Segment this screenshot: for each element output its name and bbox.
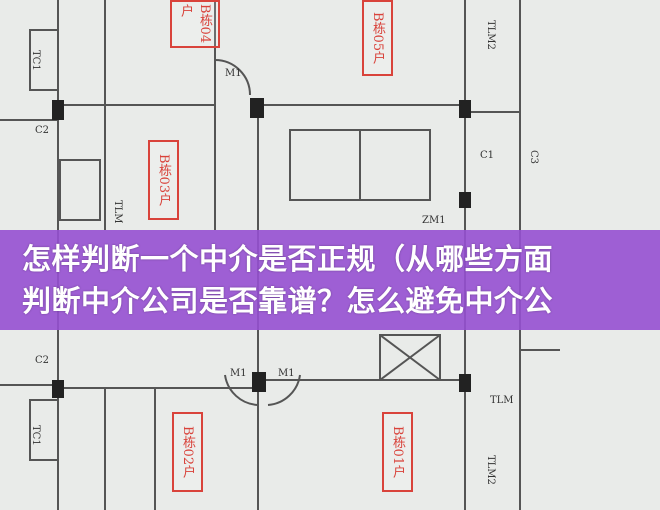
label-m1-lower-b: M1 bbox=[278, 368, 295, 379]
unit-label-b01: B栋01户 bbox=[382, 412, 413, 492]
label-tlm-lower: TLM bbox=[490, 395, 514, 406]
label-tlm2: TLM2 bbox=[485, 20, 496, 50]
banner-line-2: 判断中介公司是否靠谱？怎么避免中介公 bbox=[22, 284, 554, 318]
label-zm1: ZM1 bbox=[422, 215, 446, 226]
label-m1-lower-a: M1 bbox=[230, 368, 247, 379]
unit-label-b03: B栋03户 bbox=[148, 140, 179, 220]
unit-label-b02: B栋02户 bbox=[172, 412, 203, 492]
label-tc1-lower: TC1 bbox=[30, 425, 41, 446]
banner-line-1: 怎样判断一个中介是否正规（从哪些方面 bbox=[22, 242, 554, 276]
label-c3: C3 bbox=[528, 150, 539, 165]
unit-label-b04: B栋04户 bbox=[170, 0, 220, 48]
unit-label-b05: B栋05户 bbox=[362, 0, 393, 76]
label-c2: C2 bbox=[35, 125, 50, 136]
label-c2-lower: C2 bbox=[35, 355, 50, 366]
label-tc1: TC1 bbox=[30, 50, 41, 71]
label-tlm2-lower: TLM2 bbox=[485, 455, 496, 485]
title-banner: 怎样判断一个中介是否正规（从哪些方面 判断中介公司是否靠谱？怎么避免中介公 bbox=[0, 230, 660, 330]
label-m1: M1 bbox=[225, 68, 242, 79]
label-c1: C1 bbox=[480, 150, 495, 161]
label-tlm: TLM bbox=[112, 200, 123, 224]
